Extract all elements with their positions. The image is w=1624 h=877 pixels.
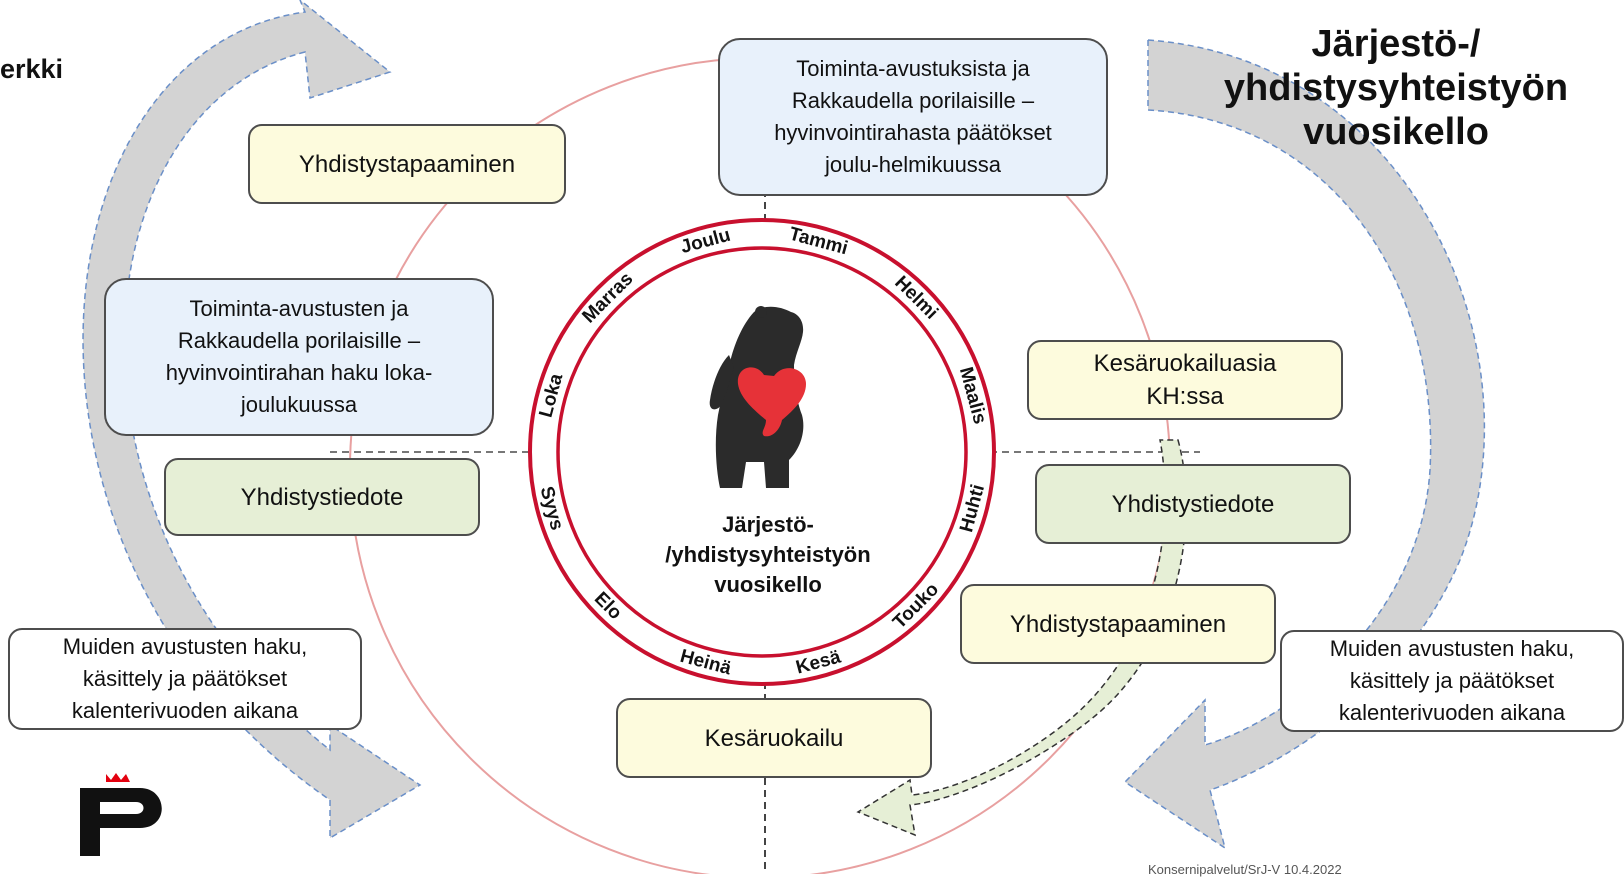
center-label-line: Järjestö- [722,512,814,537]
title-line: Järjestö-/ [1311,23,1481,65]
city-logo [80,773,162,856]
p-letter-icon [80,788,162,856]
box-line: Kesäruokailuasia [1093,350,1277,377]
box-line: Rakkaudella porilaisille – [177,328,421,353]
box-line: Toiminta-avustuksista ja [796,56,1030,81]
box-line: kalenterivuoden aikana [1338,700,1566,725]
summer-meal-box: Kesäruokailu [616,698,932,778]
box-line: Rakkaudella porilaisille – [791,88,1035,113]
box-line: joulukuussa [240,392,358,417]
other-grants-box-right: Muiden avustusten haku, käsittely ja pää… [1280,630,1624,732]
box-line: joulu-helmikuussa [824,152,1002,177]
center-label: Järjestö- /yhdistysyhteistyön vuosikello [618,510,918,600]
bear-icon [709,306,806,488]
box-line: Muiden avustusten haku, [62,634,308,659]
box-line: käsittely ja päätökset [1349,668,1555,693]
bulletin-box-left: Yhdistystiedote [164,458,480,536]
box-line: KH:ssa [1146,383,1224,410]
box-line: käsittely ja päätökset [82,666,288,691]
box-line: kalenterivuoden aikana [71,698,299,723]
heart-icon [737,367,806,437]
bulletin-box-right: Yhdistystiedote [1035,464,1351,544]
box-line: Muiden avustusten haku, [1329,636,1575,661]
decision-box-top: Toiminta-avustuksista ja Rakkaudella por… [718,38,1108,196]
title-line: vuosikello [1303,111,1489,153]
corner-text: erkki [0,54,64,84]
box-line: Toiminta-avustusten ja [189,296,409,321]
title-line: yhdistysyhteistyön [1223,67,1569,109]
application-box-left: Toiminta-avustusten ja Rakkaudella poril… [104,278,494,436]
box-line: hyvinvointirahasta päätökset [774,120,1052,145]
meeting-box-left: Yhdistystapaaminen [248,124,566,204]
crown-icon [106,773,130,782]
diagram-title: Järjestö-/ yhdistysyhteistyön vuosikello [1196,22,1596,154]
summer-meal-kh-box: Kesäruokailuasia KH:ssa [1027,340,1343,420]
center-label-line: vuosikello [714,572,822,597]
meeting-box-right: Yhdistystapaaminen [960,584,1276,664]
box-line: hyvinvointirahan haku loka- [165,360,433,385]
footer-text: Konsernipalvelut/SrJ-V 10.4.2022 [1148,862,1342,877]
other-grants-box-left: Muiden avustusten haku, käsittely ja pää… [8,628,362,730]
center-label-line: /yhdistysyhteistyön [665,542,871,567]
